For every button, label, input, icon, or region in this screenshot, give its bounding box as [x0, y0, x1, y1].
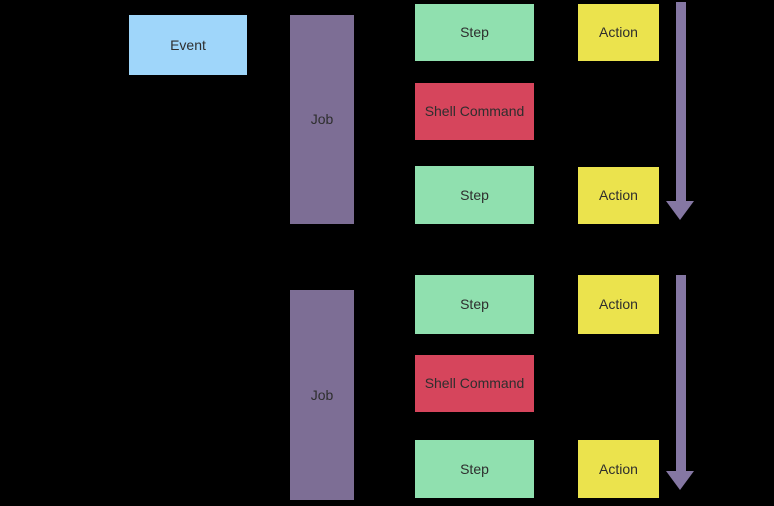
sequence-arrow-down-1 — [666, 2, 695, 220]
event-node: Event — [129, 15, 247, 75]
step-node-4: Step — [415, 440, 534, 498]
action-node-1: Action — [578, 4, 659, 61]
arrow-head-icon — [666, 471, 694, 490]
step-node-2: Step — [415, 166, 534, 224]
arrow-shaft — [676, 2, 686, 202]
job-node-1: Job — [290, 15, 354, 224]
job-node-2: Job — [290, 290, 354, 500]
action-node-3: Action — [578, 275, 659, 334]
action-node-4: Action — [578, 440, 659, 498]
shell-command-node-2: Shell Command — [415, 355, 534, 412]
sequence-arrow-down-2 — [666, 275, 695, 491]
arrow-shaft — [676, 275, 686, 472]
action-node-2: Action — [578, 167, 659, 224]
arrow-head-icon — [666, 201, 694, 220]
step-node-3: Step — [415, 275, 534, 334]
shell-command-node-1: Shell Command — [415, 83, 534, 140]
step-node-1: Step — [415, 4, 534, 61]
